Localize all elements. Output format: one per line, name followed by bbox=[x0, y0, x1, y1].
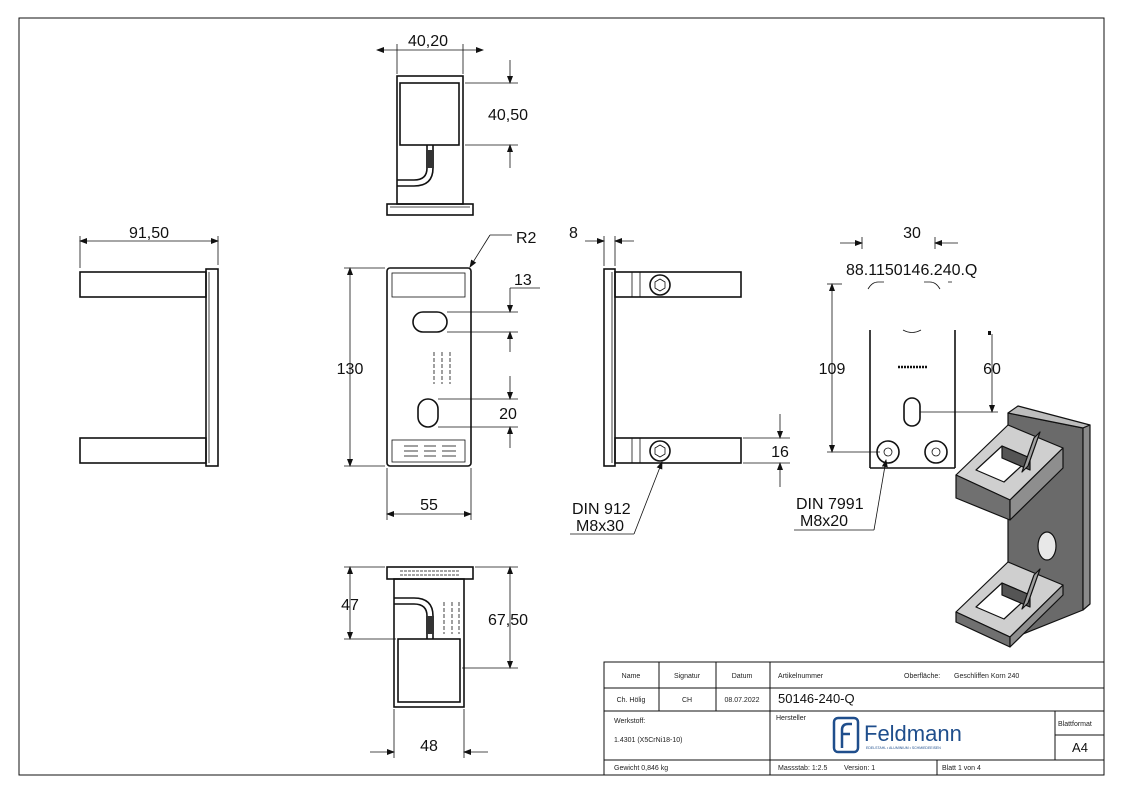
dim-height-60: 60 bbox=[983, 361, 1001, 378]
dim-side-length: 91,50 bbox=[129, 225, 169, 242]
label-datum: Datum bbox=[732, 673, 753, 680]
value-name: Ch. Hölig bbox=[617, 697, 646, 704]
dim-plate-thickness: 8 bbox=[569, 225, 578, 242]
rear-view: 88.1150146.240.Q 30 109 60 DIN 7991 M8x2… bbox=[794, 225, 1001, 531]
label-blattformat: Blattformat bbox=[1058, 721, 1092, 728]
label-werkstoff: Werkstoff: bbox=[614, 718, 645, 725]
callout-screw-line2: M8x30 bbox=[576, 518, 624, 535]
dim-slot-13: 13 bbox=[514, 272, 532, 289]
side-view: 91,50 bbox=[79, 225, 219, 467]
feldmann-logo-icon bbox=[832, 716, 860, 754]
label-artikel: Artikelnummer bbox=[778, 673, 824, 680]
bottom-view-dimensions: 47 67,50 48 bbox=[341, 566, 528, 758]
value-version: Version: 1 bbox=[844, 765, 875, 772]
value-gewicht: Gewicht 0,846 kg bbox=[614, 765, 668, 772]
label-signatur: Signatur bbox=[674, 673, 701, 680]
top-view-dimensions: 40,20 40,50 bbox=[376, 33, 528, 168]
right-side-view: 8 16 DIN 912 M8x30 bbox=[569, 225, 790, 535]
dim-bottom-48: 48 bbox=[420, 738, 438, 755]
top-view bbox=[386, 75, 474, 216]
value-blatt: Blatt 1 von 4 bbox=[942, 765, 981, 772]
dim-radius: R2 bbox=[516, 230, 537, 247]
value-massstab: Massstab: 1:2.5 bbox=[778, 765, 828, 772]
dim-bottom-6750: 67,50 bbox=[488, 612, 528, 629]
dim-spacing-16: 16 bbox=[771, 444, 789, 461]
title-block: Name Signatur Datum Ch. Hölig CH 08.07.2… bbox=[603, 661, 1105, 776]
logo-tagline: EDELSTAHL • ALUMINIUM • SCHMIEDEEISEN bbox=[866, 746, 941, 750]
dim-width-55: 55 bbox=[420, 497, 438, 514]
dim-slot-20: 20 bbox=[499, 406, 517, 423]
value-signatur: CH bbox=[682, 697, 692, 704]
label-name: Name bbox=[622, 673, 641, 680]
label-oberflaeche: Oberfläche: bbox=[904, 673, 940, 680]
value-oberflaeche: Geschliffen Korn 240 bbox=[954, 673, 1019, 680]
logo-text: Feldmann bbox=[864, 721, 962, 746]
callout-nut-line1: DIN 7991 bbox=[796, 496, 864, 513]
front-view bbox=[386, 267, 472, 467]
drawing-frame bbox=[18, 17, 1105, 776]
callout-nut-line2: M8x20 bbox=[800, 513, 848, 530]
value-blattformat: A4 bbox=[1072, 740, 1088, 755]
value-datum: 08.07.2022 bbox=[724, 697, 759, 704]
dim-height-109: 109 bbox=[819, 361, 846, 378]
front-view-dimensions: R2 130 13 20 55 bbox=[337, 230, 540, 520]
dim-top-height: 40,50 bbox=[488, 107, 528, 124]
engraving-text: 88.1150146.240.Q bbox=[846, 262, 977, 279]
value-artikel: 50146-240-Q bbox=[778, 691, 855, 706]
dim-bottom-47: 47 bbox=[341, 597, 359, 614]
value-werkstoff: 1.4301 (X5CrNi18-10) bbox=[614, 737, 682, 744]
isometric-view bbox=[955, 405, 1091, 648]
dim-top-width: 40,20 bbox=[408, 33, 448, 50]
bottom-view bbox=[386, 566, 474, 708]
dim-height-total: 130 bbox=[337, 361, 364, 378]
label-hersteller: Hersteller bbox=[776, 715, 807, 722]
dim-width-30: 30 bbox=[903, 225, 921, 242]
callout-screw-line1: DIN 912 bbox=[572, 501, 631, 518]
